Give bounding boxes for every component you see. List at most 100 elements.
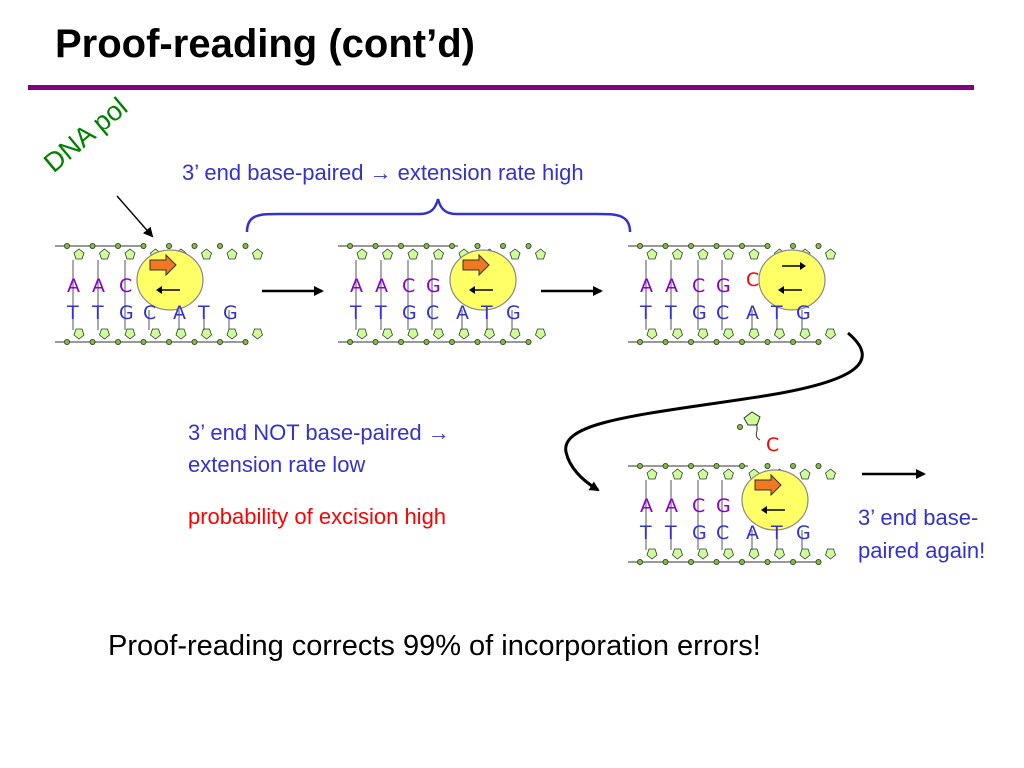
- phosphate: [688, 338, 695, 345]
- curved-arrow-icon: [564, 331, 864, 492]
- template-base: G: [692, 302, 707, 324]
- phosphate: [397, 242, 404, 249]
- phosphate: [637, 462, 644, 469]
- template-base: T: [664, 302, 677, 324]
- template-base: G: [506, 302, 521, 324]
- template-base: G: [402, 302, 417, 324]
- template-base: G: [119, 302, 134, 324]
- sugar: [356, 328, 368, 340]
- sugar: [697, 468, 709, 480]
- primer-base: G: [716, 275, 731, 297]
- primer-base: A: [350, 275, 363, 297]
- phosphate: [637, 338, 644, 345]
- sugar: [201, 328, 212, 340]
- phosphate: [115, 242, 122, 249]
- sugar: [535, 248, 546, 260]
- template-base: T: [639, 522, 652, 544]
- phosphate: [397, 338, 404, 345]
- caption-unpaired-line1: 3’ end NOT base-paired →: [188, 420, 450, 445]
- mismatched-base: C: [746, 269, 759, 291]
- template-base: G: [796, 302, 811, 324]
- sugar: [458, 328, 470, 340]
- phosphate: [165, 338, 172, 345]
- sugar: [252, 328, 263, 340]
- extension-arrow-head: [800, 262, 806, 270]
- title-divider: [28, 85, 974, 90]
- sugar: [672, 248, 683, 260]
- caption-unpaired-line2: extension rate low: [188, 452, 366, 477]
- template-base: C: [143, 302, 156, 324]
- sugar: [825, 248, 836, 260]
- phosphate: [448, 242, 455, 249]
- template-base: T: [374, 302, 387, 324]
- primer-base: A: [92, 275, 105, 297]
- sugar: [99, 328, 110, 340]
- phosphate: [525, 338, 532, 345]
- exonuclease-arrow-head: [778, 286, 784, 294]
- phosphate: [739, 462, 746, 469]
- sugar: [774, 328, 785, 340]
- phosphate: [499, 338, 506, 345]
- sugar: [124, 328, 136, 340]
- phosphate: [140, 338, 147, 345]
- phosphate: [815, 242, 822, 249]
- sugar: [646, 248, 658, 260]
- primer-base: C: [402, 275, 415, 297]
- phosphate: [64, 338, 71, 345]
- phosphate: [372, 338, 379, 345]
- template-base: T: [480, 302, 493, 324]
- phosphate: [89, 242, 96, 249]
- phosphate: [713, 559, 720, 566]
- caption-paired-again: 3’ end base-paired again!: [858, 505, 986, 563]
- phosphate: [815, 462, 822, 469]
- phosphate: [115, 338, 122, 345]
- template-base: T: [91, 302, 104, 324]
- template-base: T: [197, 302, 210, 324]
- sugar: [433, 328, 444, 340]
- template-base: C: [426, 302, 439, 324]
- phosphate: [346, 242, 353, 249]
- phosphate: [688, 242, 695, 249]
- sugar: [723, 248, 734, 260]
- phosphate: [474, 242, 481, 249]
- sugar: [799, 548, 811, 560]
- sugar: [723, 328, 734, 340]
- sugar: [382, 328, 393, 340]
- phosphate: [764, 242, 771, 249]
- template-base: G: [796, 522, 811, 544]
- phosphate: [662, 559, 669, 566]
- phosphate: [637, 242, 644, 249]
- primer-base: A: [640, 495, 653, 517]
- sugar: [748, 548, 760, 560]
- template-base: A: [173, 302, 186, 324]
- enzyme-pointer-arrow: [116, 195, 154, 238]
- primer-base: A: [375, 275, 388, 297]
- sugar: [697, 328, 709, 340]
- primer-base: C: [692, 495, 705, 517]
- phosphate: [790, 242, 797, 249]
- phosphate: [713, 462, 720, 469]
- sugar: [407, 328, 419, 340]
- phosphate: [525, 242, 532, 249]
- sugar: [646, 328, 658, 340]
- phosphate: [688, 462, 695, 469]
- sugar: [73, 248, 85, 260]
- phosphate: [242, 338, 249, 345]
- sugar: [201, 248, 212, 260]
- sugar: [748, 328, 760, 340]
- primer-base: G: [426, 275, 441, 297]
- sugar: [150, 328, 161, 340]
- sugar: [723, 468, 734, 480]
- template-base: C: [716, 302, 729, 324]
- phosphate: [216, 242, 223, 249]
- template-base: A: [746, 302, 759, 324]
- sugar: [672, 328, 683, 340]
- phosphate: [688, 559, 695, 566]
- phosphate: [713, 338, 720, 345]
- sugar: [124, 248, 136, 260]
- sugar: [433, 248, 444, 260]
- phosphate: [790, 462, 797, 469]
- phosphate: [739, 338, 746, 345]
